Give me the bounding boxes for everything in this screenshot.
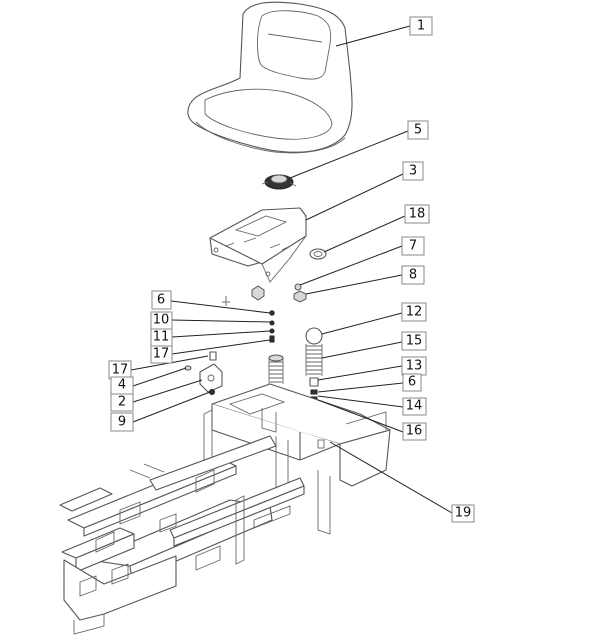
callout-label: 17 (112, 363, 129, 378)
leader-14 (317, 395, 404, 408)
leader-5 (289, 130, 409, 179)
callout-1: 1 (409, 16, 433, 36)
callout-label: 2 (118, 395, 126, 410)
leader-15 (321, 341, 403, 359)
leader-12 (321, 312, 403, 335)
tractor-frame (59, 435, 305, 635)
callout-label: 14 (406, 399, 423, 414)
callout-17b: 17 (108, 360, 132, 380)
leader-16 (317, 399, 404, 433)
callout-label: 6 (408, 375, 416, 390)
callout-17a: 17 (150, 345, 173, 364)
seat-switch-part (261, 174, 297, 190)
callout-label: 1 (417, 19, 425, 34)
leader-2 (132, 379, 203, 403)
callout-2: 2 (110, 393, 134, 412)
callout-label: 4 (118, 378, 126, 393)
callout-5: 5 (407, 120, 429, 140)
callout-label: 11 (153, 330, 170, 345)
right-spring-part (305, 327, 323, 401)
leader-4 (132, 367, 187, 387)
callout-label: 9 (118, 415, 126, 430)
callout-4: 4 (110, 376, 134, 395)
callout-13: 13 (401, 356, 427, 376)
leader-19 (329, 441, 453, 514)
seat-pan-part (209, 207, 307, 283)
leader-7 (299, 245, 403, 286)
callout-label: 8 (409, 268, 417, 283)
callout-12: 12 (401, 302, 427, 322)
callout-10: 10 (150, 311, 173, 330)
callout-19: 19 (451, 504, 475, 523)
callout-label: 17 (153, 347, 170, 362)
callout-18: 18 (404, 204, 430, 224)
pan-hardware (222, 283, 307, 306)
callout-9: 9 (110, 412, 134, 432)
leader-11 (171, 330, 271, 338)
leader-13 (317, 365, 403, 381)
leader-3 (305, 173, 404, 221)
callout-label: 13 (406, 359, 423, 374)
left-hardware-stack (269, 310, 275, 343)
leader-18 (323, 215, 406, 253)
clip-part (309, 248, 327, 260)
callout-7: 7 (401, 236, 425, 256)
leader-17a (171, 339, 271, 355)
callout-label: 12 (406, 305, 423, 320)
left-spring-part (268, 354, 284, 384)
callout-label: 3 (409, 164, 417, 179)
callout-label: 18 (409, 207, 426, 222)
callout-14: 14 (402, 397, 427, 416)
callout-label: 15 (406, 334, 423, 349)
callout-label: 5 (414, 123, 422, 138)
callout-16: 16 (402, 422, 427, 441)
leader-lines (130, 25, 453, 514)
leader-8 (305, 274, 403, 295)
callout-label: 16 (406, 424, 423, 439)
callout-3: 3 (402, 161, 424, 181)
left-small-parts (184, 351, 223, 395)
callout-label: 6 (157, 293, 165, 308)
callout-label: 10 (153, 313, 170, 328)
callout-label: 7 (409, 239, 417, 254)
callout-label: 19 (455, 506, 472, 521)
leader-6b (317, 382, 404, 393)
seat-part (187, 1, 353, 154)
callout-15: 15 (401, 331, 427, 351)
callout-11: 11 (150, 328, 173, 347)
leader-1 (335, 25, 411, 47)
callout-6a: 6 (151, 290, 172, 310)
leader-6a (170, 300, 271, 314)
leader-9 (132, 391, 211, 423)
leader-10 (171, 319, 271, 323)
callout-8: 8 (401, 265, 425, 285)
callout-6b: 6 (402, 373, 422, 392)
